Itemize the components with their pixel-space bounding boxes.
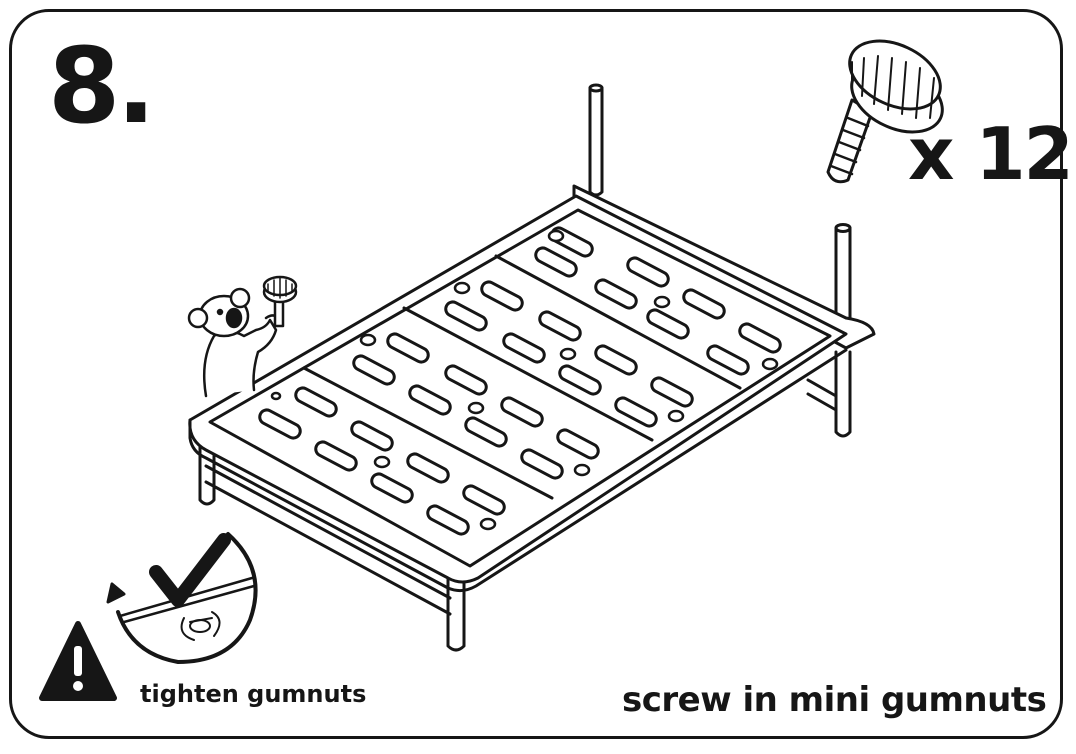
checkmark-icon [149,533,231,607]
screw-rotate-icon [180,611,221,641]
warning-caption: tighten gumnuts [140,680,367,708]
instruction-frame [9,9,1063,739]
screw-quantity: x 12 [908,112,1074,196]
warning-triangle-icon [39,621,117,701]
thumb-screw-icon [826,39,944,184]
step-number: 8. [48,25,156,147]
instruction-caption: screw in mini gumnuts [622,680,1047,720]
koala-icon [187,275,298,398]
rotate-arrow-icon [106,582,126,604]
bed-frame-icon [188,83,876,652]
tighten-detail [106,532,258,664]
